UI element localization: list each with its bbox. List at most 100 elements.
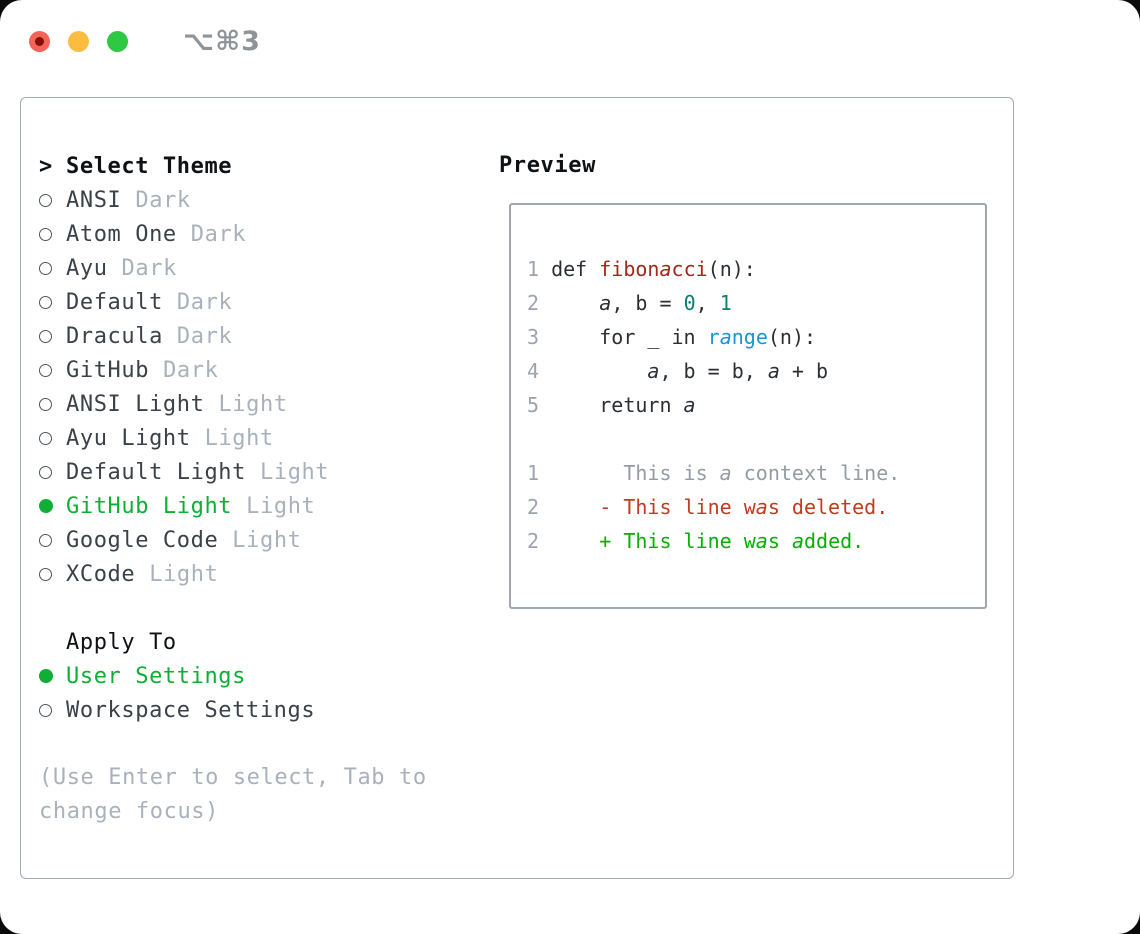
preview-line: 2 a, b = 0, 1 — [527, 286, 985, 320]
theme-variant-tag: Dark — [163, 357, 219, 383]
radio-unselected-icon — [39, 533, 66, 547]
apply-option-label: Workspace Settings — [66, 697, 316, 723]
radio-unselected-icon — [39, 193, 66, 207]
prompt-caret-icon: > — [39, 153, 53, 179]
theme-option-label: Ayu Light — [66, 425, 191, 451]
code-token: return a — [551, 393, 696, 417]
preview-line: 5 return a — [527, 388, 985, 422]
theme-option-ayu[interactable]: Ayu Dark — [39, 251, 471, 285]
radio-unselected-icon — [39, 703, 66, 717]
preview-line — [527, 422, 985, 456]
theme-option-ansi[interactable]: ANSI Dark — [39, 183, 471, 217]
theme-variant-tag: Dark — [190, 221, 247, 247]
preview-title: Preview — [499, 153, 596, 178]
theme-option-label: ANSI Light — [66, 391, 205, 417]
zoom-button[interactable] — [107, 31, 128, 52]
theme-option-ayu-light[interactable]: Ayu Light Light — [39, 421, 471, 455]
preview-line: 1 def fibonacci(n): — [527, 252, 985, 286]
theme-variant-tag: Light — [149, 561, 219, 587]
radio-unselected-icon — [39, 567, 66, 581]
theme-variant-tag: Dark — [176, 323, 233, 349]
line-number: 2 — [527, 495, 552, 519]
preview-line: 2 - This line was deleted. — [527, 490, 985, 524]
minimize-button[interactable] — [68, 31, 89, 52]
theme-option-google-code[interactable]: Google Code Light — [39, 523, 471, 557]
code-token: range — [707, 325, 768, 349]
radio-unselected-icon — [39, 227, 66, 241]
radio-unselected-icon — [39, 363, 66, 377]
theme-option-label: Atom One — [66, 221, 177, 247]
theme-variant-tag: Light — [204, 425, 274, 451]
help-hint: (Use Enter to select, Tab to change focu… — [39, 765, 427, 824]
theme-option-label: GitHub — [66, 357, 150, 383]
theme-variant-tag: Dark — [121, 255, 177, 281]
theme-variant-tag: Light — [246, 493, 316, 519]
preview-line: 3 for _ in range(n): — [527, 320, 985, 354]
apply-to-header: Apply To — [39, 625, 471, 659]
code-token: 1 — [719, 291, 732, 315]
code-token: - This line was deleted. — [551, 495, 889, 519]
theme-option-label: XCode — [66, 561, 136, 587]
theme-option-label: Google Code — [66, 527, 219, 553]
line-number: 1 — [527, 461, 552, 485]
theme-option-label: GitHub Light — [66, 493, 233, 519]
apply-option-user-settings[interactable]: User Settings — [39, 659, 471, 693]
code-token: def — [551, 257, 600, 281]
preview-line: 2 + This line was added. — [527, 524, 985, 558]
code-token: 0 — [683, 291, 696, 315]
apply-option-label: User Settings — [66, 663, 246, 689]
preview-line: 1 This is a context line. — [527, 456, 985, 490]
apply-option-workspace-settings[interactable]: Workspace Settings — [39, 693, 471, 727]
code-token: a, b = b, a + b — [647, 359, 829, 383]
radio-unselected-icon — [39, 431, 66, 445]
code-token: (n): — [767, 325, 817, 349]
theme-option-label: ANSI — [66, 187, 122, 213]
spacer — [39, 591, 471, 625]
titlebar: ⌥⌘3 — [29, 26, 261, 57]
theme-variant-tag: Light — [232, 527, 302, 553]
radio-unselected-icon — [39, 465, 66, 479]
code-token: This is a context line. — [551, 461, 901, 485]
theme-option-label: Default — [66, 289, 163, 315]
code-token: a, b = — [599, 291, 684, 315]
line-number — [527, 427, 539, 451]
code-token: (n): — [707, 257, 756, 281]
radio-unselected-icon — [39, 295, 66, 309]
select-theme-header: > Select Theme — [39, 149, 471, 183]
line-number: 4 — [527, 359, 552, 383]
theme-option-xcode[interactable]: XCode Light — [39, 557, 471, 591]
radio-selected-icon — [39, 499, 66, 513]
line-number: 2 — [527, 291, 552, 315]
theme-option-default[interactable]: Default Dark — [39, 285, 471, 319]
close-dot-icon — [35, 37, 44, 46]
theme-variant-tag: Dark — [176, 289, 233, 315]
close-button[interactable] — [29, 31, 50, 52]
theme-option-atom-one[interactable]: Atom One Dark — [39, 217, 471, 251]
radio-selected-icon — [39, 669, 66, 683]
radio-unselected-icon — [39, 261, 66, 275]
theme-option-ansi-light[interactable]: ANSI Light Light — [39, 387, 471, 421]
code-token: , — [695, 291, 720, 315]
line-number: 5 — [527, 393, 552, 417]
line-number: 3 — [527, 325, 552, 349]
select-theme-title: Select Theme — [66, 153, 233, 179]
line-number: 1 — [527, 257, 552, 281]
apply-to-title: Apply To — [66, 629, 177, 655]
theme-option-github[interactable]: GitHub Dark — [39, 353, 471, 387]
code-token: + This line was added. — [551, 529, 865, 553]
theme-variant-tag: Light — [218, 391, 288, 417]
theme-option-github-light[interactable]: GitHub Light Light — [39, 489, 471, 523]
theme-option-label: Ayu — [66, 255, 108, 281]
window-shortcut-label: ⌥⌘3 — [183, 26, 261, 57]
radio-unselected-icon — [39, 397, 66, 411]
radio-unselected-icon — [39, 329, 66, 343]
theme-variant-tag: Dark — [135, 187, 191, 213]
